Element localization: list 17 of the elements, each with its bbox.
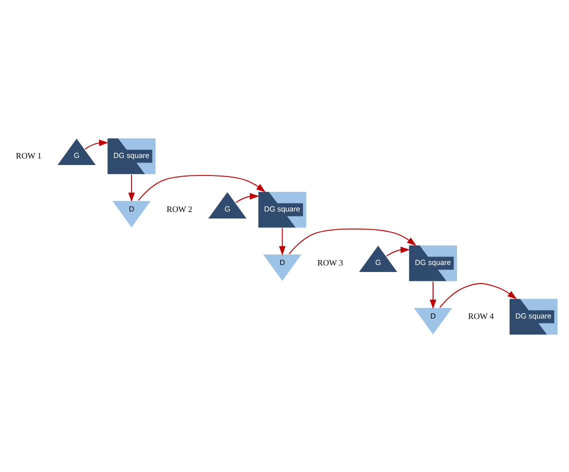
label: ROW 3 xyxy=(317,258,344,267)
arrow xyxy=(84,139,108,150)
label: ROW 4 xyxy=(468,311,494,320)
arrow xyxy=(235,192,260,203)
arrow xyxy=(386,246,410,256)
label: ROW 2 xyxy=(166,204,192,214)
node-box: DG square xyxy=(257,190,308,228)
arrow xyxy=(439,282,517,308)
label: ROW 1 xyxy=(16,150,42,160)
arrow xyxy=(138,174,266,200)
node-box: DG square xyxy=(508,297,558,336)
arrow xyxy=(128,174,135,202)
arrow xyxy=(288,228,416,254)
arrow xyxy=(430,280,436,308)
node-box: DG square xyxy=(106,136,156,175)
arrow xyxy=(279,227,286,255)
node-box: DG square xyxy=(408,244,458,282)
